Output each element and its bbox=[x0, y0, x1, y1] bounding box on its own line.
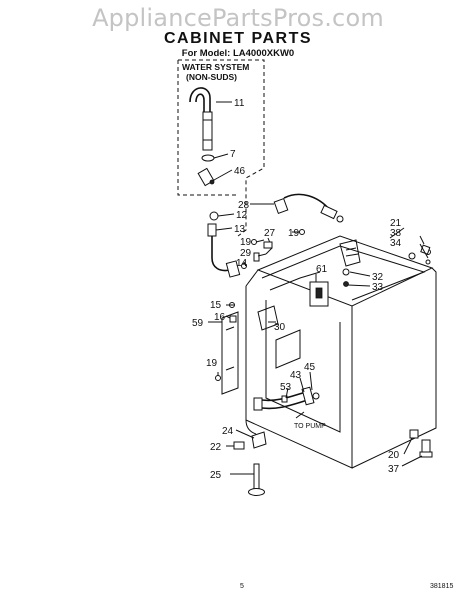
callout-15: 15 bbox=[210, 300, 222, 311]
callout-24: 24 bbox=[222, 426, 234, 437]
callout-30: 30 bbox=[274, 322, 286, 333]
diagram-code: 381815 bbox=[430, 583, 453, 590]
callout-22: 22 bbox=[210, 442, 222, 453]
part-22 bbox=[233, 441, 245, 450]
cap-part-12 bbox=[209, 211, 219, 221]
page-title: CABINET PARTS bbox=[163, 30, 313, 47]
callout-29: 29 bbox=[240, 248, 252, 259]
part-32 bbox=[342, 268, 350, 276]
callout-28: 28 bbox=[238, 200, 250, 211]
screw-part-19-upper bbox=[251, 239, 257, 245]
callout-37: 37 bbox=[388, 464, 400, 475]
part-33 bbox=[343, 281, 349, 287]
part-30 bbox=[257, 305, 279, 331]
callout-46: 46 bbox=[234, 166, 246, 177]
callout-7: 7 bbox=[230, 149, 236, 160]
callout-45: 45 bbox=[304, 362, 316, 373]
water-system-boundary bbox=[177, 59, 265, 237]
callout-16: 16 bbox=[214, 312, 226, 323]
clamp-part-7 bbox=[201, 154, 215, 162]
callout-21: 21 bbox=[390, 218, 402, 229]
callout-34: 34 bbox=[390, 238, 402, 249]
screw-part-19-lower bbox=[215, 375, 221, 381]
fastener-part-29 bbox=[253, 252, 260, 262]
callout-13: 13 bbox=[234, 224, 246, 235]
callout-59: 59 bbox=[192, 318, 204, 329]
water-system-sublabel: (NON-SUDS) bbox=[186, 72, 237, 82]
page-number: 5 bbox=[240, 583, 244, 590]
leveling-leg-part-37 bbox=[419, 439, 433, 458]
part-20 bbox=[409, 429, 419, 439]
drain-hose-part-43 bbox=[253, 386, 315, 411]
bracket-part-61 bbox=[309, 281, 329, 307]
clamp-part-53 bbox=[281, 395, 288, 403]
model-line: For Model: LA4000XKW0 bbox=[181, 48, 295, 59]
watermark-text: AppliancePartsPros.com bbox=[92, 4, 384, 32]
callout-33: 33 bbox=[372, 282, 384, 293]
callout-25: 25 bbox=[210, 470, 222, 481]
callout-38: 38 bbox=[390, 228, 402, 239]
callout-14: 14 bbox=[236, 258, 248, 269]
cabinet-body bbox=[245, 235, 437, 469]
callout-27: 27 bbox=[264, 228, 276, 239]
clip-part-27 bbox=[263, 237, 273, 255]
callout-19-upper: 19 bbox=[240, 237, 252, 248]
leveling-leg-part-25 bbox=[248, 463, 265, 496]
callout-labels: 11 7 46 28 12 13 27 19 19 29 14 61 21 38… bbox=[192, 98, 402, 481]
callout-20: 20 bbox=[388, 450, 400, 461]
callout-32: 32 bbox=[372, 272, 384, 283]
clamp-part-45 bbox=[312, 392, 320, 400]
hose-part-13 bbox=[207, 223, 241, 278]
hose-part-11 bbox=[189, 87, 213, 151]
leader-lines bbox=[208, 101, 429, 475]
callout-43: 43 bbox=[290, 370, 302, 381]
callout-19-lower: 19 bbox=[206, 358, 218, 369]
to-pump-arrow bbox=[295, 411, 305, 419]
inlet-hose-part-28 bbox=[273, 193, 344, 223]
bracket-part-24 bbox=[251, 431, 267, 449]
fitting-part-46 bbox=[197, 167, 215, 187]
panel-part-59 bbox=[221, 311, 239, 395]
callout-12: 12 bbox=[236, 210, 248, 221]
water-system-label: WATER SYSTEM bbox=[182, 62, 250, 72]
callout-53: 53 bbox=[280, 382, 292, 393]
callout-11: 11 bbox=[234, 98, 245, 109]
screw-part-19-right bbox=[299, 229, 305, 235]
part-16 bbox=[229, 315, 237, 323]
callout-61: 61 bbox=[316, 264, 328, 275]
to-pump-label: TO PUMP bbox=[294, 423, 326, 430]
callout-19-right: 19 bbox=[288, 228, 300, 239]
part-34 bbox=[425, 259, 431, 265]
